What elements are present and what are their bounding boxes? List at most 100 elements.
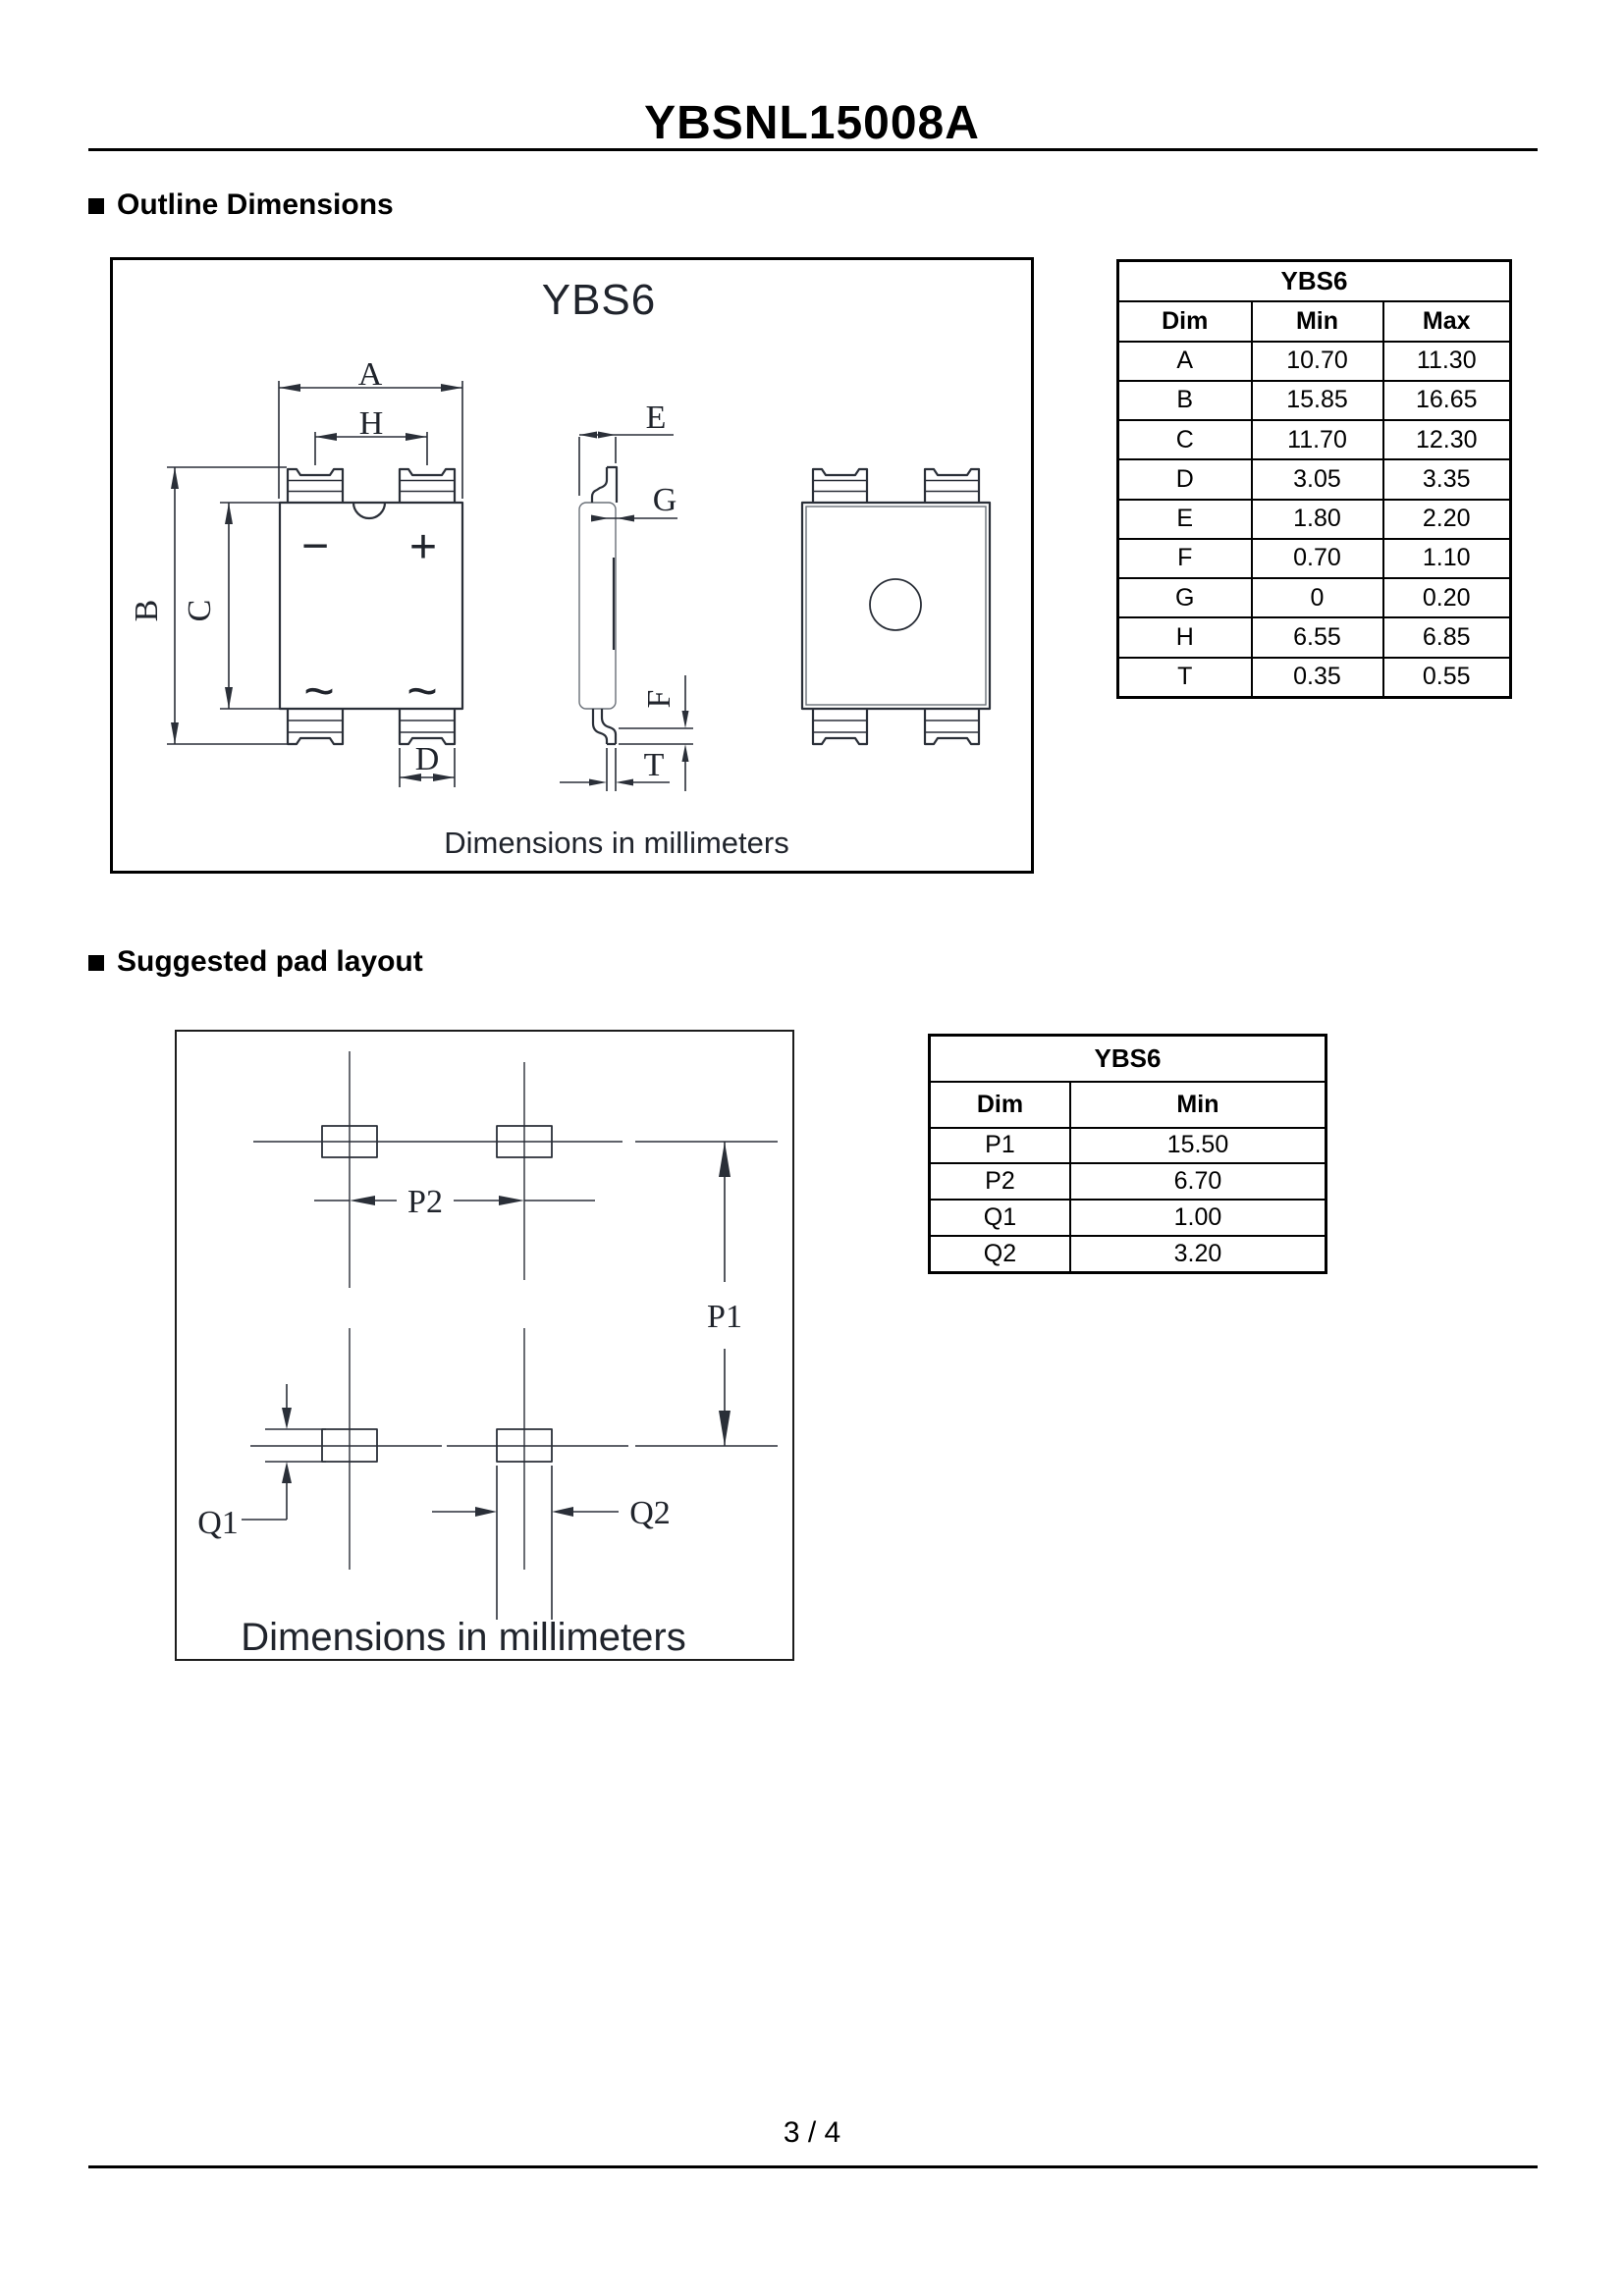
section-outline-dimensions: Outline Dimensions <box>88 188 394 222</box>
table-row: D 3.05 3.35 <box>1116 458 1512 501</box>
svg-text:P1: P1 <box>707 1299 742 1335</box>
page-number: 3 / 4 <box>783 2116 841 2149</box>
cell-max: 16.65 <box>1381 379 1512 422</box>
minus-symbol: − <box>301 520 329 572</box>
cell-dim: E <box>1116 498 1253 540</box>
header-rule <box>88 148 1538 151</box>
table-header-row: Dim Min <box>928 1080 1327 1129</box>
table-title: YBS6 <box>1116 259 1512 302</box>
table-row: H 6.55 6.85 <box>1116 616 1512 659</box>
table-row: C 11.70 12.30 <box>1116 418 1512 461</box>
cell-max: 6.85 <box>1381 616 1512 659</box>
cell-dim: H <box>1116 616 1253 659</box>
plus-symbol: + <box>409 521 437 573</box>
side-view <box>578 465 619 746</box>
section-heading-label: Suggested pad layout <box>117 945 423 978</box>
table-header-row: Dim Min Max <box>1116 299 1512 343</box>
col-min: Min <box>1250 299 1384 343</box>
svg-text:A: A <box>358 356 383 393</box>
col-dim: Dim <box>928 1080 1071 1129</box>
ac-symbol: ~ <box>406 662 438 721</box>
table-row: E 1.80 2.20 <box>1116 498 1512 540</box>
svg-text:H: H <box>359 405 384 442</box>
dimension-q2: Q2 <box>432 1466 671 1620</box>
table-title-row: YBS6 <box>1116 259 1512 302</box>
cell-dim: G <box>1116 576 1253 619</box>
dimension-h: H <box>314 405 428 465</box>
svg-text:F: F <box>641 690 677 709</box>
cell-dim: T <box>1116 656 1253 699</box>
outline-drawing-figure: YBS6 − + ~ ~ A <box>110 257 1034 874</box>
table-row: G 0 0.20 <box>1116 576 1512 619</box>
cell-min: 15.50 <box>1068 1126 1327 1165</box>
cell-dim: Q2 <box>928 1234 1071 1274</box>
svg-text:P2: P2 <box>407 1184 443 1220</box>
dimension-q1: Q1 <box>197 1384 326 1541</box>
pad-rects <box>321 1125 553 1463</box>
cell-max: 0.55 <box>1381 656 1512 699</box>
cell-dim: B <box>1116 379 1253 422</box>
pad-caption: Dimensions in millimeters <box>241 1616 685 1659</box>
pad-layout-figure: P1 P2 Q1 Q2 Dimensions in millimeters <box>175 1030 794 1661</box>
cell-min: 0 <box>1250 576 1384 619</box>
svg-text:E: E <box>646 400 667 436</box>
svg-text:B: B <box>129 600 165 622</box>
table-row: B 15.85 16.65 <box>1116 379 1512 422</box>
col-max: Max <box>1381 299 1512 343</box>
footer-rule <box>88 2165 1538 2168</box>
dimension-e: E <box>578 400 674 496</box>
svg-text:Q2: Q2 <box>629 1495 671 1531</box>
table-row: F 0.70 1.10 <box>1116 537 1512 580</box>
section-suggested-pad-layout: Suggested pad layout <box>88 945 423 979</box>
square-bullet-icon <box>88 198 104 214</box>
table-row: Q1 1.00 <box>928 1199 1327 1237</box>
cell-min: 1.00 <box>1068 1199 1327 1237</box>
cell-min: 11.70 <box>1250 418 1384 461</box>
cell-min: 0.70 <box>1250 537 1384 580</box>
cell-min: 6.70 <box>1068 1162 1327 1201</box>
cell-dim: D <box>1116 458 1253 501</box>
pad-layout-table: YBS6 Dim Min P1 15.50 P2 6.70 Q1 1.00 Q2… <box>928 1034 1327 1274</box>
cell-dim: A <box>1116 340 1253 382</box>
cell-min: 6.55 <box>1250 616 1384 659</box>
front-view: − + ~ ~ <box>278 467 464 746</box>
dimension-t: T <box>560 747 670 791</box>
table-row: Q2 3.20 <box>928 1234 1327 1274</box>
cell-min: 3.05 <box>1250 458 1384 501</box>
figure-border <box>175 1030 794 1661</box>
cell-max: 1.10 <box>1381 537 1512 580</box>
ac-symbol: ~ <box>303 662 335 721</box>
cell-max: 3.35 <box>1381 458 1512 501</box>
back-view <box>800 467 992 746</box>
cell-dim: P2 <box>928 1162 1071 1201</box>
dimension-g: G <box>591 482 677 522</box>
dimension-f: F <box>619 675 693 791</box>
svg-text:D: D <box>415 741 440 777</box>
dimension-c: C <box>182 502 280 710</box>
dimension-p2: P2 <box>314 1184 595 1220</box>
outline-caption: Dimensions in millimeters <box>444 826 788 860</box>
cell-max: 2.20 <box>1381 498 1512 540</box>
outline-dimensions-table: YBS6 Dim Min Max A 10.70 11.30 B 15.85 1… <box>1116 259 1512 699</box>
cell-max: 12.30 <box>1381 418 1512 461</box>
pad-centerlines <box>250 1051 628 1570</box>
cell-min: 1.80 <box>1250 498 1384 540</box>
dimension-d: D <box>399 741 456 787</box>
cell-min: 15.85 <box>1250 379 1384 422</box>
table-row: P1 15.50 <box>928 1126 1327 1165</box>
svg-text:T: T <box>644 747 665 783</box>
col-dim: Dim <box>1116 299 1253 343</box>
drawing-package-name: YBS6 <box>542 276 657 324</box>
svg-text:Q1: Q1 <box>197 1505 239 1541</box>
cell-max: 0.20 <box>1381 576 1512 619</box>
figure-border <box>110 257 1034 874</box>
cell-dim: P1 <box>928 1126 1071 1165</box>
table-title: YBS6 <box>928 1034 1327 1083</box>
cell-min: 0.35 <box>1250 656 1384 699</box>
cell-max: 11.30 <box>1381 340 1512 382</box>
cell-dim: C <box>1116 418 1253 461</box>
svg-text:C: C <box>182 600 218 622</box>
cell-dim: Q1 <box>928 1199 1071 1237</box>
section-heading-label: Outline Dimensions <box>117 188 394 221</box>
cell-dim: F <box>1116 537 1253 580</box>
